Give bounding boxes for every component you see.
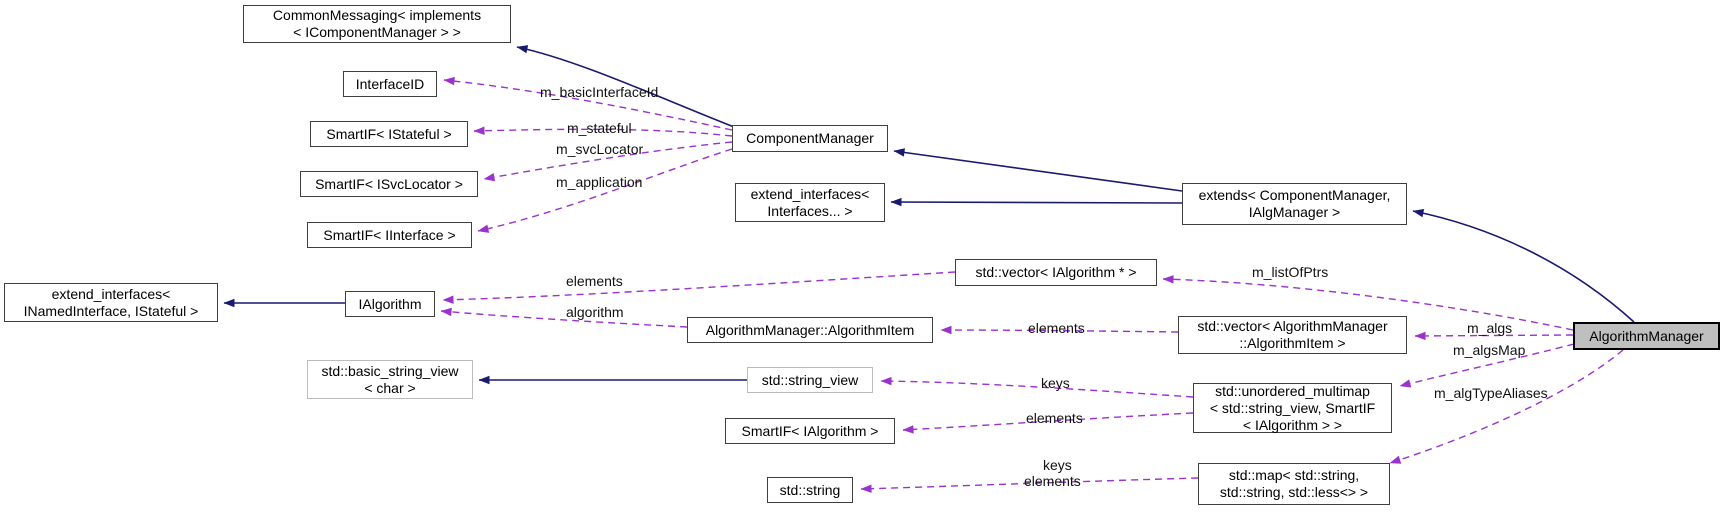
node-label: extends< ComponentManager, bbox=[1198, 187, 1391, 203]
edge-usage-keys-multimap bbox=[880, 376, 1194, 398]
node-label: extend_interfaces< bbox=[750, 185, 870, 202]
edge-label-m-basicinterfaceid: m_basicInterfaceId bbox=[540, 84, 659, 100]
edge-label-elements-vector-item: elements bbox=[1028, 320, 1085, 336]
node-label: < IAlgorithm > > bbox=[1242, 416, 1343, 433]
node-std-basic-string-view: std::basic_string_view < char > bbox=[307, 360, 473, 399]
node-std-vector-algorithmitem[interactable]: std::vector< AlgorithmManager ::Algorith… bbox=[1178, 316, 1407, 354]
node-label: ::AlgorithmItem > bbox=[1239, 335, 1346, 351]
node-label: AlgorithmManager::AlgorithmItem bbox=[705, 321, 915, 338]
node-label: < IComponentManager > > bbox=[293, 24, 461, 40]
node-label: ComponentManager bbox=[746, 130, 874, 146]
node-label: Interfaces... > bbox=[767, 202, 853, 219]
edge-inherit-algorithmmanager-extends bbox=[1412, 208, 1635, 323]
edge-label-m-algs: m_algs bbox=[1467, 320, 1513, 336]
node-common-messaging[interactable]: CommonMessaging< implements < IComponent… bbox=[243, 5, 511, 43]
edge-label-keys-map: keys bbox=[1043, 457, 1072, 473]
edge-label-elements-vector-ialgorithm: elements bbox=[566, 273, 623, 289]
node-label: std::string_view bbox=[761, 371, 859, 388]
edge-usage-keys-elements-map bbox=[860, 477, 1199, 493]
node-ialgorithm[interactable]: IAlgorithm bbox=[345, 291, 435, 317]
edge-inherit-componentmanager-commonmessaging bbox=[516, 45, 735, 128]
node-std-map[interactable]: std::map< std::string, std::string, std:… bbox=[1198, 463, 1390, 505]
edge-usage-algorithm bbox=[440, 307, 688, 328]
node-label: std::unordered_multimap bbox=[1215, 382, 1370, 399]
edge-usage-m-listofptrs bbox=[1162, 275, 1574, 331]
node-label: IAlgManager > bbox=[1248, 204, 1341, 220]
node-label: < char > bbox=[364, 379, 416, 396]
edge-usage-m-svclocator bbox=[483, 141, 733, 182]
node-smartif-istateful[interactable]: SmartIF< IStateful > bbox=[310, 121, 468, 147]
edge-usage-elements-vector-item bbox=[940, 325, 1179, 335]
node-label: std::vector< IAlgorithm * > bbox=[975, 264, 1137, 280]
node-label: std::vector< AlgorithmManager bbox=[1197, 318, 1388, 334]
node-label: SmartIF< ISvcLocator > bbox=[315, 175, 463, 192]
node-label: std::string bbox=[779, 481, 841, 498]
edge-label-m-algsmap: m_algsMap bbox=[1453, 342, 1526, 358]
node-component-manager[interactable]: ComponentManager bbox=[732, 125, 888, 152]
node-interface-id[interactable]: InterfaceID bbox=[343, 71, 437, 97]
edge-label-elements-multimap: elements bbox=[1026, 410, 1083, 426]
node-label: SmartIF< IInterface > bbox=[323, 226, 456, 243]
node-label: InterfaceID bbox=[355, 75, 425, 92]
node-algorithm-manager: AlgorithmManager bbox=[1573, 322, 1720, 350]
edge-label-m-stateful: m_stateful bbox=[567, 120, 632, 136]
edge-label-m-listofptrs: m_listOfPtrs bbox=[1252, 264, 1329, 280]
node-label: std::string, std::less<> > bbox=[1219, 484, 1369, 500]
node-smartif-ialgorithm[interactable]: SmartIF< IAlgorithm > bbox=[725, 418, 895, 444]
edge-usage-m-application bbox=[477, 148, 733, 233]
node-algorithmmanager-algorithmitem[interactable]: AlgorithmManager::AlgorithmItem bbox=[687, 317, 933, 343]
edge-label-elements-map: elements bbox=[1024, 473, 1081, 489]
node-smartif-isvclocator[interactable]: SmartIF< ISvcLocator > bbox=[300, 171, 478, 197]
node-std-unordered-multimap[interactable]: std::unordered_multimap < std::string_vi… bbox=[1193, 383, 1392, 433]
node-extend-interfaces-variadic[interactable]: extend_interfaces< Interfaces... > bbox=[735, 183, 885, 222]
edge-usage-elements-vector-ialgorithm bbox=[442, 271, 956, 304]
edge-label-m-svclocator: m_svcLocator bbox=[556, 141, 644, 157]
node-label: SmartIF< IStateful > bbox=[326, 125, 452, 142]
edge-label-m-application: m_application bbox=[556, 174, 643, 190]
node-label: std::map< std::string, bbox=[1228, 467, 1360, 483]
edge-inherit-extends-extendinterfaces bbox=[890, 197, 1183, 207]
edge-usage-elements-multimap bbox=[902, 412, 1194, 434]
node-label: SmartIF< IAlgorithm > bbox=[741, 422, 879, 439]
node-label: < std::string_view, SmartIF bbox=[1209, 399, 1376, 416]
edge-usage-m-basicinterfaceid bbox=[443, 76, 733, 131]
node-smartif-iinterface[interactable]: SmartIF< IInterface > bbox=[307, 222, 472, 248]
edge-label-m-algtypealiases: m_algTypeAliases bbox=[1434, 385, 1548, 401]
edge-label-keys-multimap: keys bbox=[1041, 375, 1070, 391]
node-label: INamedInterface, IStateful > bbox=[23, 302, 199, 319]
edge-usage-m-algtypealiases bbox=[1389, 349, 1624, 464]
edge-usage-m-algsmap bbox=[1399, 343, 1575, 388]
node-label: std::basic_string_view bbox=[321, 362, 459, 379]
edge-label-algorithm: algorithm bbox=[566, 304, 624, 320]
node-label: CommonMessaging< implements bbox=[272, 7, 482, 23]
node-std-string-view: std::string_view bbox=[747, 367, 873, 393]
edge-usage-m-algs bbox=[1414, 331, 1574, 341]
node-extend-interfaces-inamedinterface-istateful[interactable]: extend_interfaces< INamedInterface, ISta… bbox=[4, 283, 218, 322]
node-extends-componentmanager-ialgmanager[interactable]: extends< ComponentManager, IAlgManager > bbox=[1182, 183, 1407, 225]
node-label: AlgorithmManager bbox=[1589, 327, 1704, 344]
edge-inherit-extends-componentmanager bbox=[893, 148, 1183, 192]
node-label: extend_interfaces< bbox=[51, 285, 171, 302]
node-label: IAlgorithm bbox=[358, 295, 422, 312]
node-std-vector-ialgorithm-ptr[interactable]: std::vector< IAlgorithm * > bbox=[955, 259, 1157, 286]
node-std-string[interactable]: std::string bbox=[767, 477, 853, 503]
